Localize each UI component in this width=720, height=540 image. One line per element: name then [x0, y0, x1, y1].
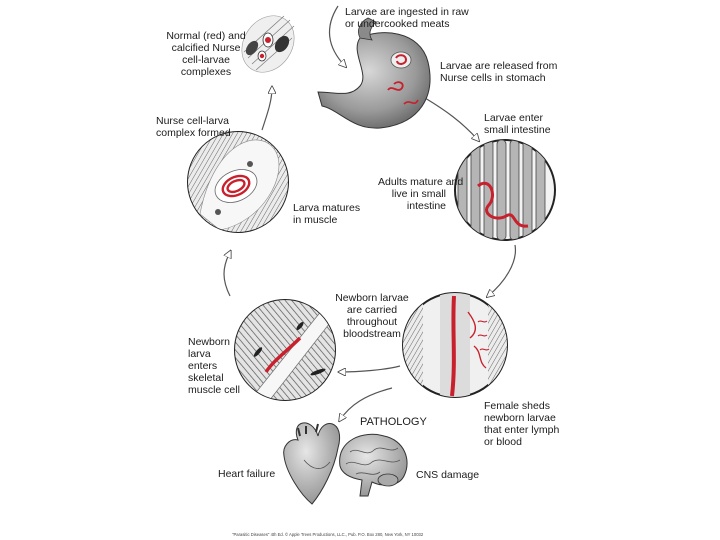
calcified-complexes-illustration	[241, 15, 295, 73]
brain-illustration	[339, 433, 408, 497]
nurse-cell-complex-circle	[187, 131, 289, 233]
small-intestine-circle	[454, 139, 556, 241]
bloodstream-circle	[402, 292, 508, 398]
label-heart-failure: Heart failure	[218, 468, 276, 480]
heart-illustration	[283, 422, 341, 505]
arrow-to-calcified	[261, 88, 272, 131]
arrow-intestine-to-blood	[488, 244, 516, 296]
newborn-larva-muscle-circle	[234, 299, 336, 401]
arrow-blood-to-muscle	[340, 365, 401, 372]
label-cns-damage: CNS damage	[416, 469, 480, 481]
copyright-footer: "Parasitic Diseases" 4th Ed. © Apple Tre…	[232, 532, 424, 537]
arrow-stomach-to-intestine	[424, 97, 478, 140]
arrow-muscle-up	[223, 252, 230, 297]
arrow-ingestion	[328, 5, 345, 66]
arrow-to-pathology	[340, 387, 393, 420]
label-pathology: PATHOLOGY	[360, 416, 427, 428]
stomach-illustration	[317, 17, 431, 129]
cycle-arrows	[223, 5, 516, 420]
